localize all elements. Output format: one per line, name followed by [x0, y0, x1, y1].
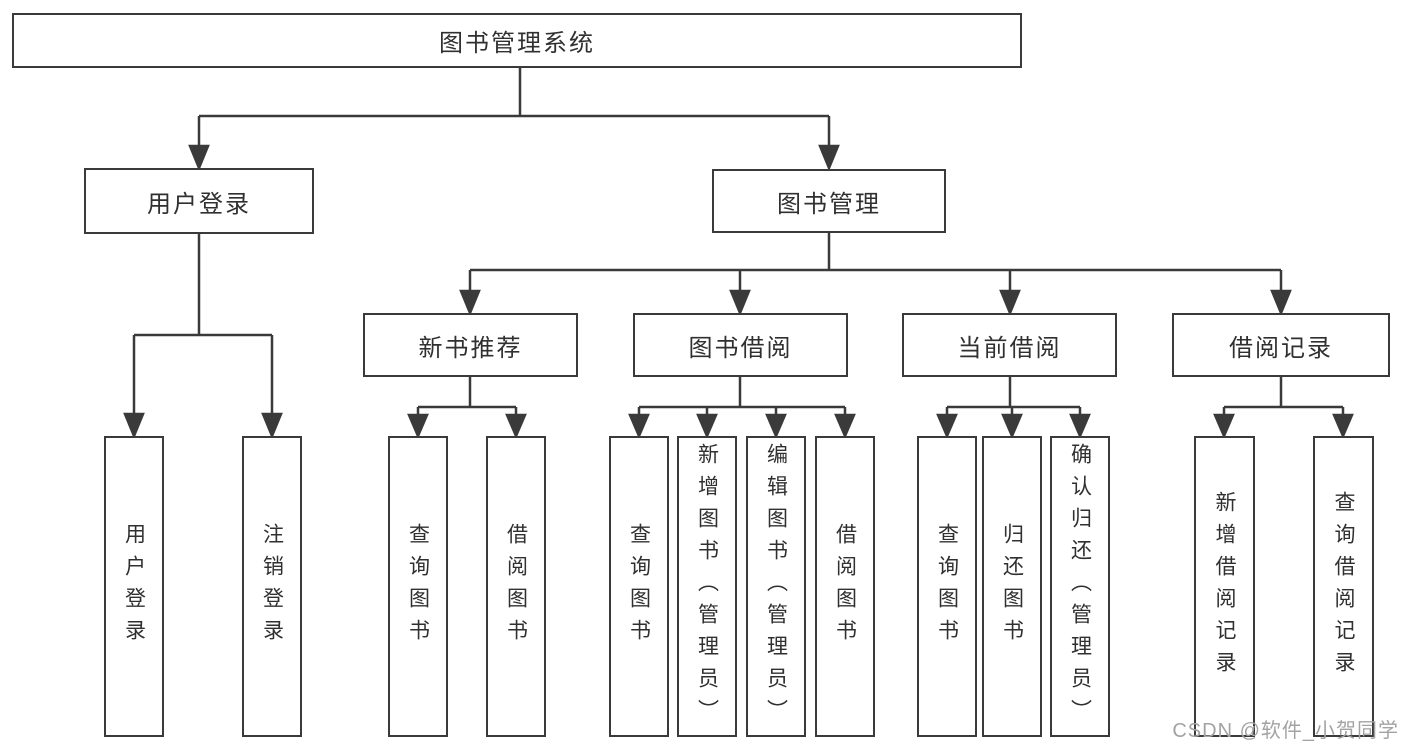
leaf-label: 查询图书 [627, 522, 651, 651]
arrowhead [261, 412, 283, 440]
arrowhead [1001, 413, 1023, 440]
leaf-label: 编辑图书（管理员） [764, 442, 788, 731]
node-label: 借阅记录 [1229, 334, 1333, 362]
node-label: 用户登录 [147, 190, 251, 218]
leaf-current-confirm-return-admin: 确认归还（管理员） [1050, 436, 1110, 737]
arrowhead [407, 413, 429, 440]
leaf-label: 归还图书 [1000, 522, 1024, 651]
arrowhead [628, 413, 650, 440]
leaf-label: 用户登录 [122, 522, 146, 651]
node-label: 新书推荐 [418, 334, 523, 362]
connector-borrow-records-to-leaves [1213, 377, 1354, 440]
leaf-label: 查询图书 [406, 522, 430, 651]
arrowhead [834, 413, 856, 440]
leaf-newbooks-borrow-books: 借阅图书 [486, 436, 546, 737]
csdn-watermark: CSDN @软件_小贺同学 [1172, 720, 1399, 742]
leaf-borrow-edit-books-admin: 编辑图书（管理员） [746, 436, 806, 737]
leaf-label: 借阅图书 [833, 522, 857, 651]
arrowhead [1270, 289, 1292, 317]
arrowhead [818, 144, 840, 172]
node-book-borrow: 图书借阅 [633, 313, 848, 377]
leaf-current-return-books: 归还图书 [982, 436, 1042, 737]
leaf-current-query-books: 查询图书 [917, 436, 977, 737]
arrowhead [505, 413, 527, 440]
node-borrow-records: 借阅记录 [1172, 313, 1390, 377]
leaf-label: 确认归还（管理员） [1068, 442, 1092, 731]
leaf-newbooks-query-books: 查询图书 [388, 436, 448, 737]
leaf-label: 查询图书 [935, 522, 959, 651]
node-root: 图书管理系统 [12, 13, 1022, 68]
leaf-label: 新增图书（管理员） [695, 442, 719, 731]
node-label: 图书管理 [777, 190, 881, 218]
connector-current-borrow-to-leaves [936, 377, 1091, 440]
leaf-user-login: 用户登录 [104, 436, 164, 737]
leaf-borrow-add-books-admin: 新增图书（管理员） [677, 436, 737, 737]
leaf-records-add-borrow-record: 新增借阅记录 [1194, 436, 1255, 737]
connector-book-borrow-to-leaves [628, 377, 856, 440]
leaf-borrow-query-books: 查询图书 [609, 436, 669, 737]
node-user-login: 用户登录 [84, 168, 314, 234]
arrowhead [1069, 413, 1091, 440]
node-new-book-recommend: 新书推荐 [363, 313, 578, 377]
leaf-label: 查询借阅记录 [1332, 490, 1355, 683]
arrowhead [729, 289, 751, 317]
leaf-records-query-borrow-record: 查询借阅记录 [1313, 436, 1374, 737]
connector-book-management-to-level3 [459, 233, 1292, 317]
leaf-label: 注销登录 [260, 522, 284, 651]
node-label: 图书管理系统 [439, 30, 595, 57]
node-label: 图书借阅 [688, 334, 793, 362]
leaf-label: 借阅图书 [504, 522, 528, 651]
node-current-borrow: 当前借阅 [902, 313, 1117, 377]
arrowhead [1332, 413, 1354, 440]
node-book-management: 图书管理 [712, 169, 946, 233]
leaf-borrow-borrow-books: 借阅图书 [815, 436, 875, 737]
node-label: 当前借阅 [957, 334, 1062, 362]
connector-user-login-to-leaves [123, 234, 283, 440]
arrowhead [1213, 413, 1235, 440]
leaf-label: 新增借阅记录 [1213, 490, 1236, 683]
arrowhead [999, 289, 1021, 317]
arrowhead [696, 413, 718, 440]
arrowhead [188, 144, 210, 172]
leaf-logout-login: 注销登录 [242, 436, 302, 737]
connector-root-to-level2 [188, 68, 840, 172]
arrowhead [459, 289, 481, 317]
arrowhead [936, 413, 958, 440]
connector-new-book-recommend-to-leaves [407, 377, 527, 440]
arrowhead [123, 412, 145, 440]
arrowhead [765, 413, 787, 440]
